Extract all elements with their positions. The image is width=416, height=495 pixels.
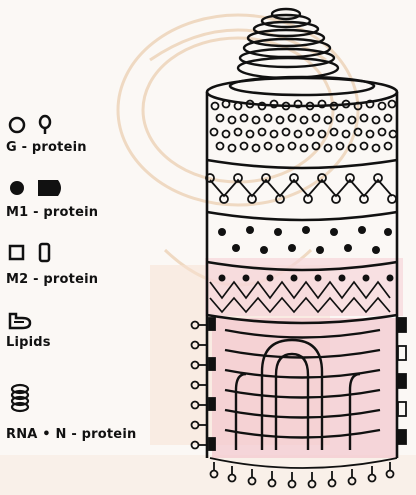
m1-dots-band (218, 226, 392, 254)
g-protein-knobs (211, 101, 397, 152)
m2-lattice-band (206, 174, 396, 203)
bottom-knobs (210, 458, 397, 488)
right-side-proteins (398, 318, 406, 444)
left-side-proteins (192, 318, 216, 450)
top-coil (238, 9, 338, 78)
